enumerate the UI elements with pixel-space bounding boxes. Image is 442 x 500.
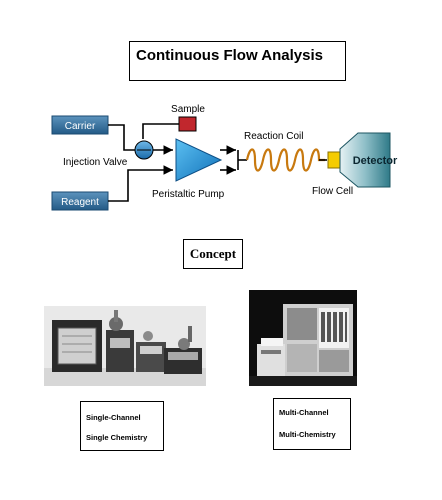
sample-label: Sample	[171, 104, 205, 115]
reagent-label: Reagent	[61, 197, 99, 208]
carrier-label: Carrier	[65, 121, 96, 132]
multi-channel-caption: Multi-Channel Multi-Chemistry	[273, 398, 351, 450]
title-box: Continuous Flow Analysis	[129, 41, 346, 81]
multi-channel-photo	[249, 290, 357, 386]
injection-valve-label: Injection Valve	[63, 157, 128, 168]
right-caption-line2: Multi-Chemistry	[279, 430, 336, 439]
flow-lines	[108, 123, 247, 202]
pump-icon	[175, 138, 223, 182]
single-channel-photo	[44, 306, 206, 386]
concept-box: Concept	[183, 239, 243, 269]
concept-label: Concept	[189, 246, 237, 261]
left-caption-line2: Single Chemistry	[86, 433, 148, 442]
sample-block	[178, 116, 197, 132]
left-caption-line1: Single-Channel	[86, 413, 141, 422]
detector-icon: Detector	[339, 132, 398, 188]
reaction-coil-icon	[245, 148, 325, 172]
carrier-box: Carrier	[51, 115, 109, 135]
flow-cell-icon	[327, 151, 341, 169]
page-title: Continuous Flow Analysis	[136, 47, 323, 64]
flow-diagram: Carrier Reagent Sample Injection Valve P…	[51, 104, 398, 211]
reagent-box: Reagent	[51, 191, 109, 211]
detector-label: Detector	[353, 155, 398, 167]
reaction-coil-label: Reaction Coil	[244, 131, 303, 142]
pump-label: Peristaltic Pump	[152, 189, 225, 200]
right-caption-line1: Multi-Channel	[279, 408, 329, 417]
single-channel-caption: Single-Channel Single Chemistry	[80, 401, 164, 451]
flow-cell-label: Flow Cell	[312, 186, 353, 197]
